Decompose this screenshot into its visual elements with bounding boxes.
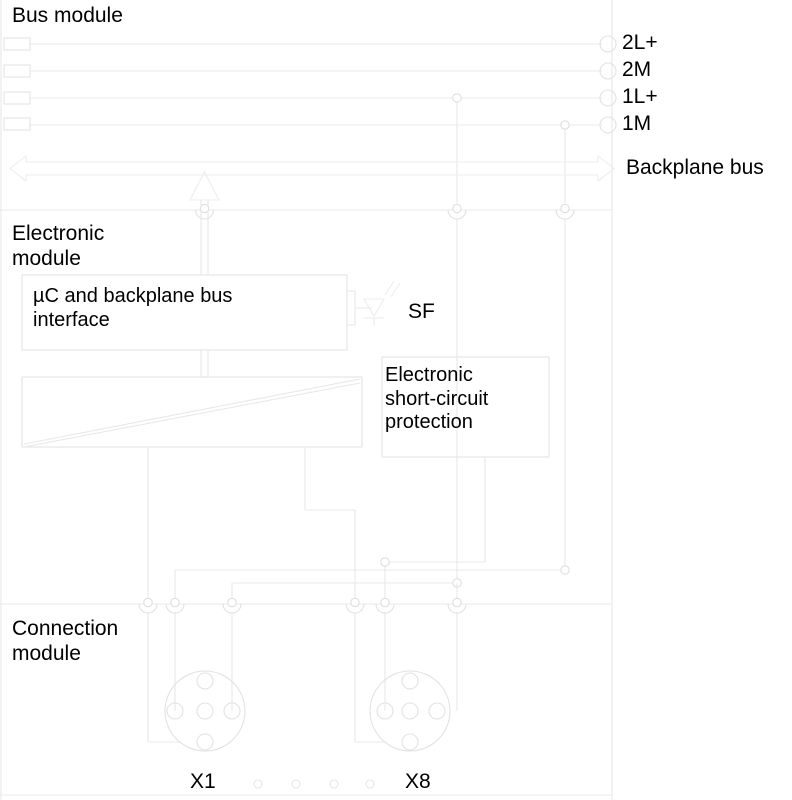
backplane-bus-label: Backplane bus xyxy=(626,156,764,179)
rail-label-2L-plus: 2L+ xyxy=(622,31,658,54)
block-driver-amplifier xyxy=(21,376,363,448)
module-frames xyxy=(0,0,613,800)
sf-led-icon xyxy=(347,280,401,326)
socket-x8-power xyxy=(447,597,467,614)
ellipsis-dot xyxy=(291,779,301,789)
internal-wiring xyxy=(147,218,570,598)
socket-1L-plus-feed xyxy=(447,203,467,220)
terminal-block-1L-plus xyxy=(3,91,31,105)
socket-backplane-interface xyxy=(194,203,215,220)
block-label-uc-interface: µC and backplane bus interface xyxy=(33,285,233,331)
pin-x8-bottom xyxy=(401,733,419,751)
socket-1M-feed xyxy=(555,203,575,220)
power-rail-2L-plus xyxy=(3,35,617,53)
block-label-short-circuit-protection: Electronic short-circuit protection xyxy=(385,364,489,434)
rail-label-2M: 2M xyxy=(622,58,652,81)
power-rail-1L-plus xyxy=(3,89,617,203)
rail-label-1M: 1M xyxy=(622,112,652,135)
junction-1L-plus xyxy=(452,93,462,103)
section-label-connection-module: Connection module xyxy=(12,617,119,665)
terminal-circle-1L-plus xyxy=(599,89,617,107)
pin-x8-center xyxy=(401,702,419,720)
connector-x1 xyxy=(147,612,246,752)
block-uc-interface xyxy=(21,274,348,351)
block-short-circuit-protection xyxy=(381,356,550,458)
pin-x8-left xyxy=(376,702,394,720)
socket-x1-signal xyxy=(138,597,158,614)
pin-x1-bottom xyxy=(196,733,214,751)
pin-x8-right xyxy=(428,702,446,720)
pin-x1-left xyxy=(166,702,184,720)
connector-ellipsis xyxy=(253,779,375,789)
section-label-bus-module: Bus module xyxy=(12,4,123,27)
terminal-circle-2M xyxy=(599,62,617,80)
ellipsis-dot xyxy=(253,779,263,789)
junction-1M xyxy=(560,120,570,130)
junction-protection-output xyxy=(380,557,390,567)
connector-label-x8: X8 xyxy=(405,770,431,793)
connector-label-x1: X1 xyxy=(190,770,216,793)
pin-x8-top xyxy=(401,672,419,690)
connector-x8 xyxy=(354,612,458,752)
pin-x1-center xyxy=(196,702,214,720)
section-label-electronic-module: Electronic module xyxy=(12,222,105,270)
socket-x1-power xyxy=(222,597,242,614)
socket-x8-signal xyxy=(345,597,365,614)
connector-body-x1 xyxy=(164,670,246,752)
sf-indicator-label: SF xyxy=(408,300,435,323)
rail-label-1L-plus: 1L+ xyxy=(622,85,658,108)
backplane-bus-arrow xyxy=(9,154,615,183)
power-rail-2M xyxy=(3,62,617,80)
socket-x1-ground xyxy=(165,597,185,614)
connector-body-x8 xyxy=(369,670,451,752)
socket-x8-ground xyxy=(375,597,395,614)
pin-x1-right xyxy=(223,702,241,720)
power-rail-1M xyxy=(3,116,617,203)
terminal-block-2L-plus xyxy=(3,37,31,51)
terminal-circle-2L-plus xyxy=(599,35,617,53)
terminal-block-1M xyxy=(3,117,31,131)
ellipsis-dot xyxy=(329,779,339,789)
terminal-block-2M xyxy=(3,64,31,78)
pin-x1-top xyxy=(196,672,214,690)
terminal-circle-1M xyxy=(599,116,617,134)
ellipsis-dot xyxy=(365,779,375,789)
junction-1M-lower xyxy=(560,565,570,575)
backplane-interface-arrow xyxy=(189,170,220,275)
